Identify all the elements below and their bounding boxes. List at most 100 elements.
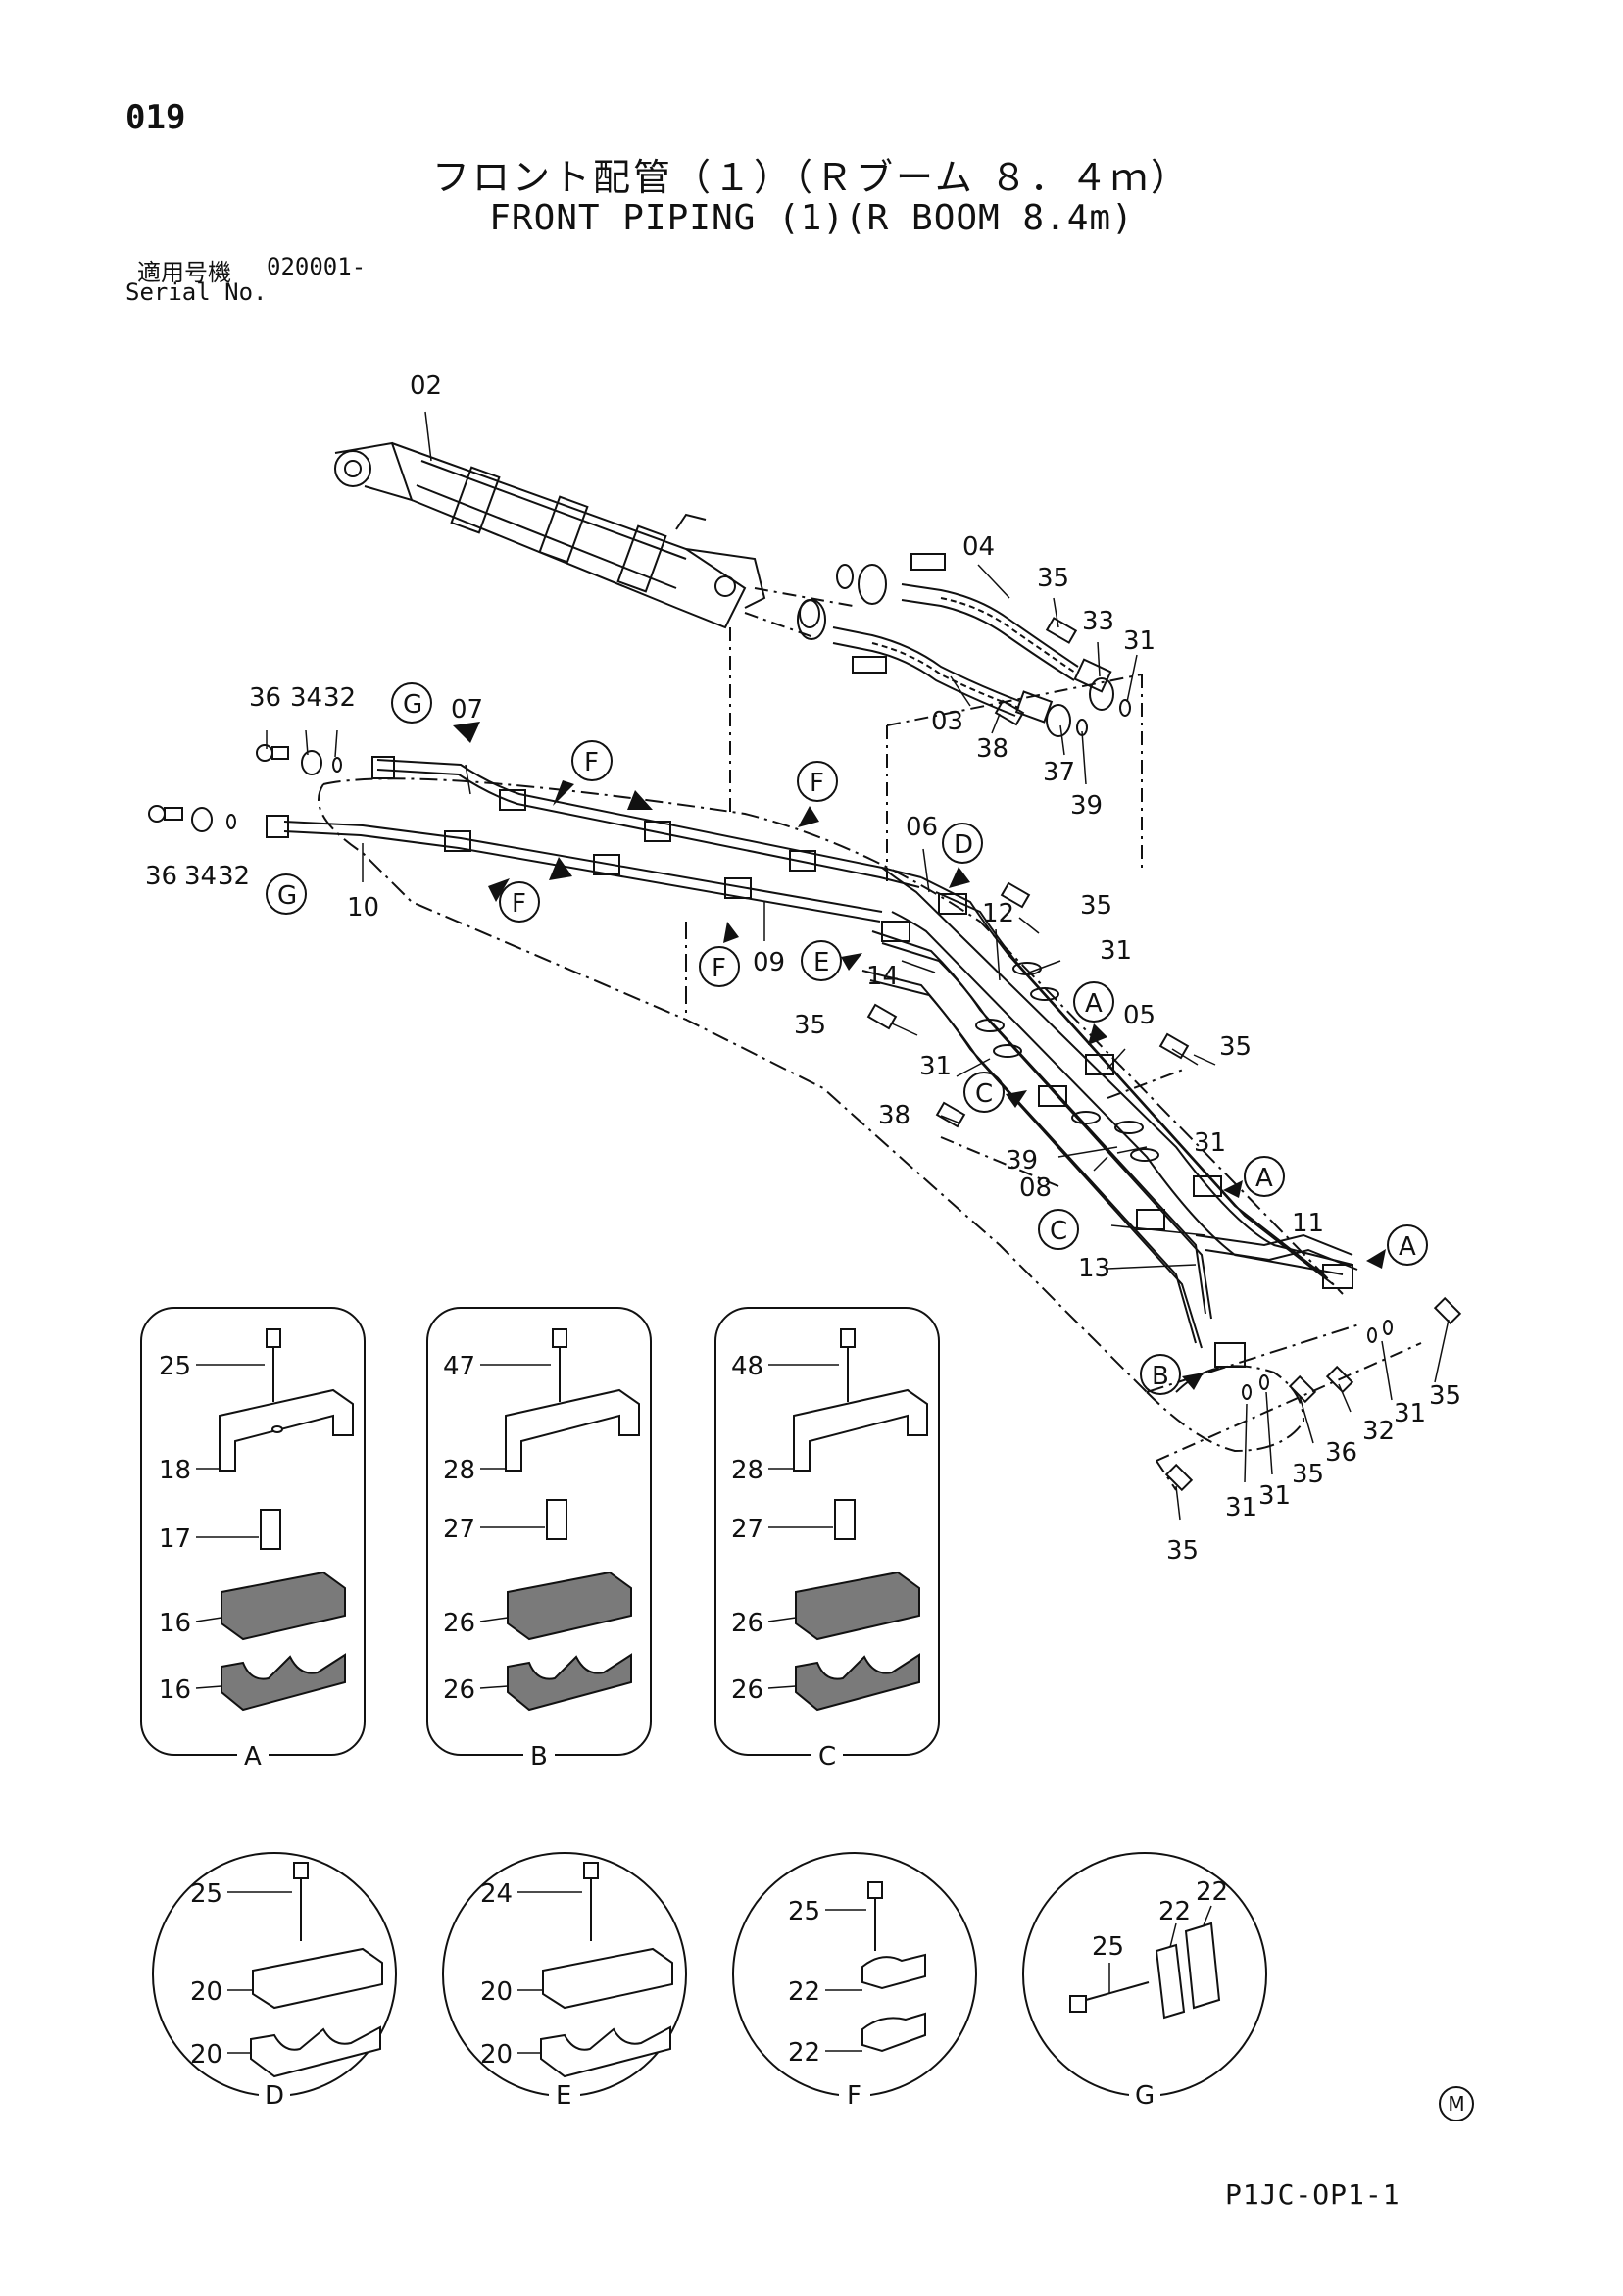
circle-g-upper: G [391, 682, 432, 724]
detail-a-clamp-lower: 16 [159, 1675, 191, 1705]
hose-fittings-upper [797, 553, 946, 674]
detail-a-bolt: 25 [159, 1352, 191, 1381]
circle-c-lower: C [1038, 1209, 1079, 1250]
circle-g-lower: G [266, 873, 307, 915]
callout-03: 03 [931, 707, 963, 736]
circle-c-lower-letter: C [1050, 1217, 1067, 1246]
corner-mark: M [1439, 2086, 1474, 2121]
detail-a-collar: 17 [159, 1524, 191, 1554]
detail-clamp-drawings [219, 1328, 1221, 2078]
callout-36-bottom: 36 [1325, 1438, 1357, 1468]
callout-38-lower: 38 [878, 1101, 910, 1130]
callout-labels: 02 04 35 33 31 03 38 37 39 36 34 32 07 3… [145, 372, 1461, 1566]
callout-34-upper: 34 [290, 683, 322, 713]
detail-a-clamp-upper: 16 [159, 1609, 191, 1638]
hose-03-drawing [832, 626, 1054, 724]
callout-39-lower: 39 [1006, 1146, 1038, 1175]
detail-e-clamp-upper: 20 [480, 1977, 513, 2007]
document-code: P1JC-OP1-1 [1225, 2178, 1401, 2211]
detail-d-bolt: 25 [190, 1879, 222, 1909]
circle-g-upper-letter: G [403, 690, 422, 720]
callout-12: 12 [982, 899, 1014, 928]
detail-g-bolt: 25 [1092, 1932, 1124, 1962]
circle-f-mid: F [499, 881, 540, 923]
callout-07: 07 [451, 695, 483, 724]
circle-a-right: A [1387, 1224, 1428, 1266]
callout-35-left: 35 [794, 1011, 826, 1040]
circle-f-right: F [797, 761, 838, 802]
circle-b: B [1140, 1354, 1181, 1395]
callout-36-upper: 36 [249, 683, 281, 713]
callout-leaders [266, 411, 1450, 1521]
callout-35-right2: 35 [1219, 1032, 1252, 1062]
serial-label-japanese: 適用号機 [137, 259, 231, 286]
detail-c-clamp-lower: 26 [731, 1675, 763, 1705]
detail-b-collar: 27 [443, 1515, 475, 1544]
circle-a-mid-letter: A [1255, 1164, 1273, 1193]
circle-d: D [942, 823, 983, 864]
callout-31-right2: 31 [1194, 1128, 1226, 1158]
callout-32-bottom: 32 [1362, 1417, 1395, 1446]
circle-g-lower-letter: G [277, 881, 297, 911]
detail-f-clamp-upper: 22 [788, 1977, 820, 2007]
serial-label-english: Serial No. [125, 278, 268, 306]
detail-frame-f [732, 1852, 977, 2097]
pipe-07-drawing [371, 756, 922, 888]
callout-11: 11 [1292, 1209, 1324, 1238]
page-number: 019 [125, 98, 186, 137]
circled-letter-markers: G F F F D G E F A C A C A B [266, 682, 1428, 1395]
callout-32-lower: 32 [218, 862, 250, 891]
detail-d-clamp-upper: 20 [190, 1977, 222, 2007]
detail-c-bracket: 28 [731, 1456, 763, 1485]
detail-b-clamp-lower: 26 [443, 1675, 475, 1705]
callout-31-bottom-b: 31 [1258, 1481, 1291, 1511]
circle-e-letter: E [813, 948, 829, 977]
boom-outline [318, 777, 1363, 1453]
circle-f-lower: F [699, 946, 740, 987]
circle-a-right-letter: A [1399, 1232, 1416, 1262]
circle-a-upper: A [1073, 981, 1114, 1023]
detail-d-clamp-lower: 20 [190, 2040, 222, 2070]
callout-10: 10 [347, 893, 379, 923]
detail-f-bolt: 25 [788, 1897, 820, 1926]
callout-08: 08 [1019, 1173, 1052, 1203]
callout-35-far-right: 35 [1429, 1381, 1461, 1411]
callout-35-right1: 35 [1080, 891, 1112, 921]
callout-13: 13 [1078, 1254, 1110, 1283]
detail-c-bolt: 48 [731, 1352, 763, 1381]
circle-d-letter: D [954, 830, 973, 860]
detail-e-clamp-lower: 20 [480, 2040, 513, 2070]
callout-31-bottom-right: 31 [1394, 1399, 1426, 1428]
boom-cylinder-drawing [334, 441, 766, 629]
callout-35-bottom-left: 35 [1166, 1536, 1199, 1566]
circle-f-mid-letter: F [512, 889, 526, 919]
circle-a-mid: A [1244, 1156, 1285, 1197]
callout-14: 14 [866, 962, 899, 991]
callout-36-lower: 36 [145, 862, 177, 891]
detail-e-bolt: 24 [480, 1879, 513, 1909]
callout-35-top: 35 [1037, 564, 1069, 593]
hose-04-drawing [901, 583, 1112, 693]
detail-letters: A B C D E F G [237, 1742, 1160, 2111]
detail-d-letter: D [265, 2081, 284, 2111]
circle-f-right-letter: F [810, 769, 824, 798]
detail-part-labels: 25 18 17 16 16 47 28 27 26 26 48 28 27 2… [159, 1352, 1228, 2070]
callout-39-top: 39 [1070, 791, 1103, 821]
callout-31-right1: 31 [1100, 936, 1132, 966]
callout-33: 33 [1082, 607, 1114, 636]
callout-31-left: 31 [919, 1052, 952, 1081]
detail-f-letter: F [847, 2081, 861, 2111]
callout-04: 04 [962, 532, 995, 562]
callout-02: 02 [410, 372, 442, 401]
circle-a-upper-letter: A [1085, 989, 1103, 1019]
detail-c-letter: C [818, 1742, 836, 1772]
circle-c-upper-letter: C [975, 1079, 993, 1109]
callout-31-top: 31 [1123, 626, 1156, 656]
detail-c-collar: 27 [731, 1515, 763, 1544]
callout-37: 37 [1043, 758, 1075, 787]
callout-34-lower: 34 [184, 862, 217, 891]
circle-f-upper-letter: F [584, 748, 599, 777]
detail-b-letter: B [530, 1742, 548, 1772]
callout-31-bottom-a: 31 [1225, 1493, 1257, 1522]
detail-f-clamp-lower: 22 [788, 2038, 820, 2068]
